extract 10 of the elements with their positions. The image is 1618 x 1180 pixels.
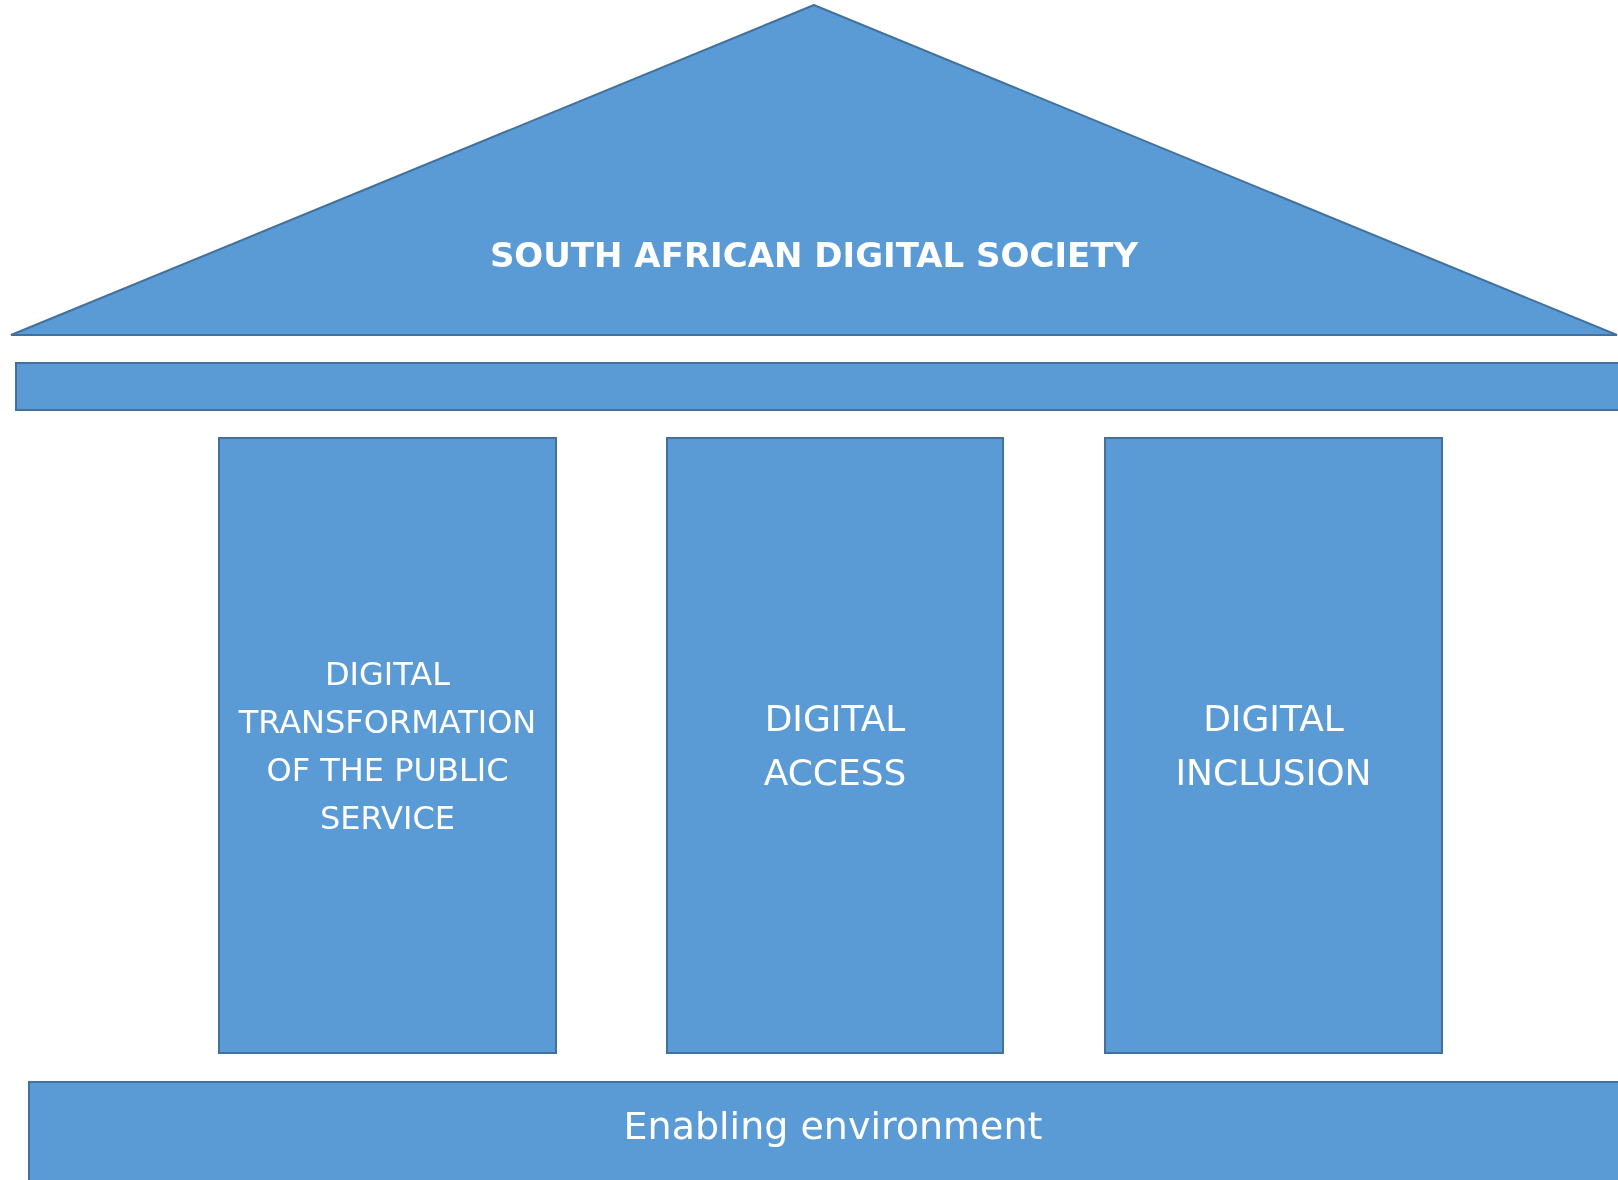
beam-bar <box>15 362 1618 411</box>
pillar-box <box>666 437 1004 1054</box>
base-label: Enabling environment <box>623 1102 1043 1150</box>
roof-title: SOUTH AFRICAN DIGITAL SOCIETY <box>489 233 1139 277</box>
pillar-box <box>218 437 557 1054</box>
pillar-label: DIGITAL INCLUSION <box>1174 696 1373 795</box>
pillar-label: DIGITAL TRANSFORMATION OF THE PUBLIC SERVICE <box>237 653 538 839</box>
pillar-label: DIGITAL ACCESS <box>762 696 908 795</box>
pillar-box <box>1104 437 1443 1054</box>
base-bar <box>28 1081 1618 1180</box>
